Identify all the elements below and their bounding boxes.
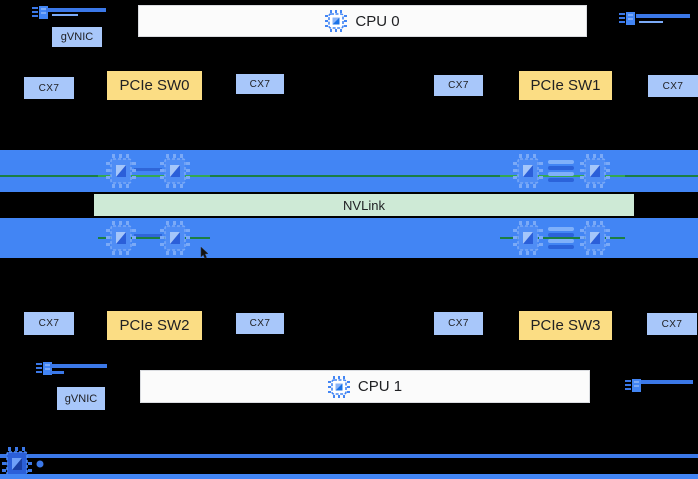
gpu-chip-icon <box>106 154 136 188</box>
gpu-chip-icon <box>160 221 190 255</box>
cx7-box: CX7 <box>434 312 483 335</box>
cx7-box: CX7 <box>24 312 74 335</box>
link-bars-icon <box>547 159 575 183</box>
gpu-chip-icon <box>580 221 610 255</box>
nvlink-trace <box>500 237 625 239</box>
gpu-link-line <box>134 168 162 171</box>
nvlink-trace <box>98 175 210 177</box>
cpu1-box: CPU 1 <box>140 370 590 403</box>
cx7-box: CX7 <box>236 313 284 334</box>
cx7-box: CX7 <box>24 77 74 99</box>
connector-dot <box>36 460 44 468</box>
cpu-label: CPU 0 <box>355 12 400 30</box>
pcie-sw0-box: PCIe SW0 <box>107 71 202 100</box>
nvlink-trace <box>98 237 210 239</box>
network-uplink-line <box>50 364 107 368</box>
network-uplink-line <box>639 21 663 23</box>
cpu-chip-icon <box>327 375 350 398</box>
gpu-link-line <box>134 234 162 237</box>
gpu-chip-icon <box>106 221 136 255</box>
network-port-icon <box>619 10 637 28</box>
network-port-icon <box>32 4 50 22</box>
cx7-box: CX7 <box>648 75 698 97</box>
pcie-sw1-box: PCIe SW1 <box>519 71 612 100</box>
gpu-chip-icon <box>160 154 190 188</box>
network-uplink-line <box>52 14 78 16</box>
cx7-box: CX7 <box>647 313 697 335</box>
cx7-box: CX7 <box>236 74 284 94</box>
gpu-chip-icon <box>513 221 543 255</box>
gvnic-box: gVNIC <box>52 27 102 47</box>
network-port-icon <box>36 360 54 378</box>
board-connector-line <box>0 454 698 458</box>
network-port-icon <box>625 377 643 395</box>
pcie-sw2-box: PCIe SW2 <box>107 311 202 340</box>
mouse-cursor <box>200 246 209 259</box>
gpu-chip-icon <box>580 154 610 188</box>
network-uplink-line <box>641 380 693 384</box>
network-uplink-line <box>46 8 106 12</box>
gpu-board-cutoff <box>0 474 698 479</box>
nvlink-label: NVLink <box>343 197 385 213</box>
gpu-chip-icon <box>513 154 543 188</box>
gpu-chip-icon <box>2 447 32 479</box>
nvlink-trace <box>0 175 698 177</box>
network-uplink-line <box>636 14 690 18</box>
link-bars-icon <box>547 226 575 250</box>
nvlink-bar: NVLink <box>94 194 634 216</box>
cpu-chip-icon <box>325 10 348 32</box>
gvnic-box: gVNIC <box>57 387 105 410</box>
cpu-label: CPU 1 <box>357 378 403 395</box>
network-uplink-line <box>50 371 64 374</box>
pcie-sw3-box: PCIe SW3 <box>519 311 612 340</box>
cx7-box: CX7 <box>434 75 483 96</box>
cpu0-box: CPU 0 <box>138 5 587 37</box>
